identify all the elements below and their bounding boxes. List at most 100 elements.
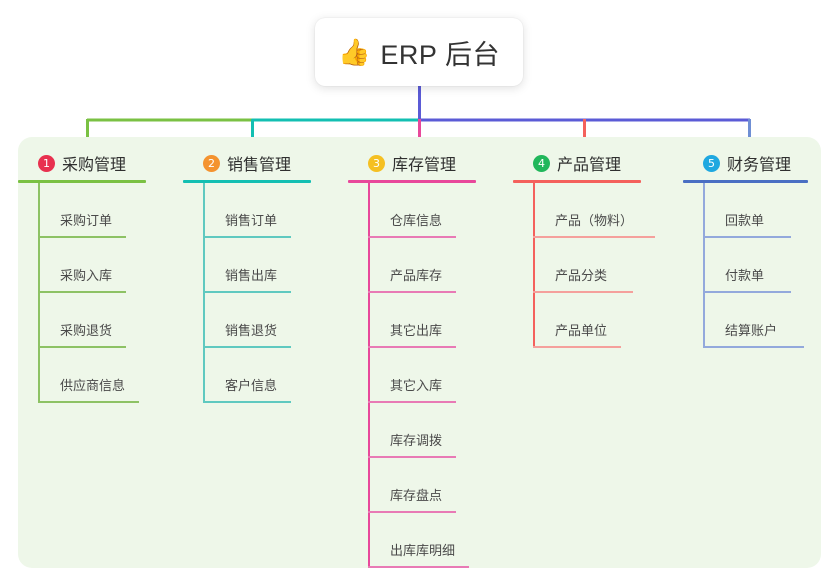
leaf-node-label: 产品分类 xyxy=(555,268,608,283)
leaf-node[interactable]: 销售订单 xyxy=(203,183,311,238)
leaf-node[interactable]: 结算账户 xyxy=(703,293,808,348)
leaf-node-rule xyxy=(203,401,291,403)
leaf-node-label: 产品（物料） xyxy=(555,213,634,228)
branch-header-2[interactable]: 2 销售管理 xyxy=(183,148,311,178)
branch-header-rule xyxy=(683,180,808,183)
branch-column-1: 1 采购管理采购订单采购入库采购退货供应商信息 xyxy=(18,148,146,403)
leaf-node-rule xyxy=(203,346,291,348)
leaf-node[interactable]: 产品（物料） xyxy=(533,183,655,238)
leaf-node-label: 库存调拨 xyxy=(390,433,443,448)
leaf-node-rule xyxy=(368,456,456,458)
leaf-node-rule xyxy=(203,236,291,238)
leaf-node[interactable]: 产品单位 xyxy=(533,293,641,348)
branch-header-1[interactable]: 1 采购管理 xyxy=(18,148,146,178)
leaf-node-label: 结算账户 xyxy=(725,323,778,338)
branch-column-2: 2 销售管理销售订单销售出库销售退货客户信息 xyxy=(183,148,311,403)
leaf-node[interactable]: 销售出库 xyxy=(203,238,311,293)
leaf-node-label: 采购退货 xyxy=(60,323,113,338)
branch-header-4[interactable]: 4 产品管理 xyxy=(513,148,641,178)
leaf-node-label: 客户信息 xyxy=(225,378,278,393)
leaf-node[interactable]: 销售退货 xyxy=(203,293,311,348)
branch-header-rule xyxy=(348,180,476,183)
branch-header-rule xyxy=(18,180,146,183)
branch-header-rule xyxy=(183,180,311,183)
leaf-node-rule xyxy=(368,566,469,568)
leaf-node[interactable]: 其它出库 xyxy=(368,293,476,348)
branch-spine xyxy=(703,183,705,348)
branch-title-label: 产品管理 xyxy=(557,157,622,174)
leaf-node-label: 回款单 xyxy=(725,213,765,228)
root-node-erp-backend[interactable]: 👍 ERP 后台 xyxy=(315,18,523,86)
branch-leaf-list: 回款单付款单结算账户 xyxy=(683,183,808,348)
leaf-node-rule xyxy=(368,346,456,348)
branch-column-3: 3 库存管理仓库信息产品库存其它出库其它入库库存调拨库存盘点出库库明细 xyxy=(348,148,476,568)
branch-column-4: 4 产品管理产品（物料） 产品分类产品单位 xyxy=(513,148,655,348)
leaf-node-label: 采购入库 xyxy=(60,268,113,283)
leaf-node-rule xyxy=(368,236,456,238)
leaf-node[interactable]: 仓库信息 xyxy=(368,183,476,238)
leaf-node[interactable]: 产品库存 xyxy=(368,238,476,293)
leaf-node-label: 库存盘点 xyxy=(390,488,443,503)
thumbs-up-icon: 👍 xyxy=(338,37,371,67)
leaf-node[interactable]: 回款单 xyxy=(703,183,808,238)
leaf-node[interactable]: 供应商信息 xyxy=(38,348,146,403)
leaf-node-rule xyxy=(533,291,633,293)
leaf-node-label: 其它出库 xyxy=(390,323,443,338)
leaf-node-label: 仓库信息 xyxy=(390,213,443,228)
leaf-node-rule xyxy=(368,291,456,293)
leaf-node-rule xyxy=(38,346,126,348)
branches-panel xyxy=(18,137,821,568)
leaf-node-rule xyxy=(533,346,621,348)
leaf-node[interactable]: 其它入库 xyxy=(368,348,476,403)
leaf-node-rule xyxy=(703,346,804,348)
leaf-node-label: 出库库明细 xyxy=(390,543,456,558)
leaf-node[interactable]: 库存调拨 xyxy=(368,403,476,458)
leaf-node-label: 供应商信息 xyxy=(60,378,126,393)
leaf-node-rule xyxy=(38,236,126,238)
branch-header-rule xyxy=(513,180,641,183)
branch-title-label: 采购管理 xyxy=(62,157,127,174)
branch-spine xyxy=(368,183,370,568)
branch-number-badge: 1 xyxy=(38,154,55,172)
leaf-node[interactable]: 采购订单 xyxy=(38,183,146,238)
leaf-node-label: 产品单位 xyxy=(555,323,608,338)
branch-leaf-list: 产品（物料） 产品分类产品单位 xyxy=(513,183,655,348)
leaf-node-rule xyxy=(533,236,655,238)
leaf-node[interactable]: 库存盘点 xyxy=(368,458,476,513)
branch-title-label: 库存管理 xyxy=(392,157,457,174)
leaf-node-label: 销售订单 xyxy=(225,213,278,228)
branch-spine xyxy=(203,183,205,403)
branch-leaf-list: 采购订单采购入库采购退货供应商信息 xyxy=(18,183,146,403)
leaf-node-rule xyxy=(368,511,456,513)
leaf-node-label: 采购订单 xyxy=(60,213,113,228)
leaf-node-label: 付款单 xyxy=(725,268,765,283)
leaf-node-label: 销售出库 xyxy=(225,268,278,283)
leaf-node-rule xyxy=(703,291,791,293)
leaf-node[interactable]: 采购退货 xyxy=(38,293,146,348)
leaf-node[interactable]: 出库库明细 xyxy=(368,513,476,568)
leaf-node-rule xyxy=(203,291,291,293)
root-node-label: ERP 后台 xyxy=(380,39,500,70)
leaf-node[interactable]: 客户信息 xyxy=(203,348,311,403)
leaf-node-label: 产品库存 xyxy=(390,268,443,283)
leaf-node-rule xyxy=(38,291,126,293)
branch-title-label: 销售管理 xyxy=(227,157,292,174)
branch-spine xyxy=(533,183,535,348)
leaf-node[interactable]: 产品分类 xyxy=(533,238,641,293)
branch-number-badge: 2 xyxy=(203,154,220,172)
leaf-node-label: 其它入库 xyxy=(390,378,443,393)
branch-leaf-list: 销售订单销售出库销售退货客户信息 xyxy=(183,183,311,403)
branch-spine xyxy=(38,183,40,403)
leaf-node[interactable]: 付款单 xyxy=(703,238,808,293)
branch-header-3[interactable]: 3 库存管理 xyxy=(348,148,476,178)
leaf-node-rule xyxy=(38,401,139,403)
leaf-node[interactable]: 采购入库 xyxy=(38,238,146,293)
branch-number-badge: 3 xyxy=(368,154,385,172)
branch-number-badge: 5 xyxy=(703,154,720,172)
branch-number-badge: 4 xyxy=(533,154,550,172)
branch-leaf-list: 仓库信息产品库存其它出库其它入库库存调拨库存盘点出库库明细 xyxy=(348,183,476,568)
leaf-node-rule xyxy=(703,236,791,238)
